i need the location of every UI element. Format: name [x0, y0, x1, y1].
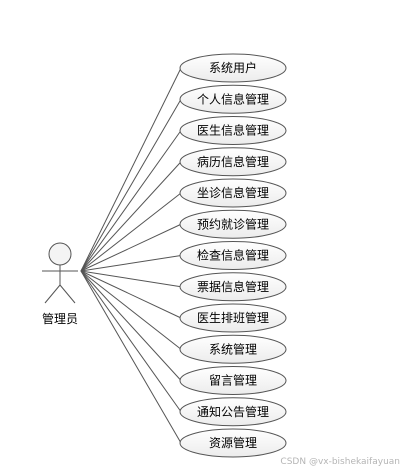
use-case: 坐诊信息管理: [179, 178, 287, 208]
use-case: 系统用户: [179, 53, 287, 83]
use-case-label: 留言管理: [209, 373, 257, 388]
association-line: [80, 270, 182, 288]
use-case-label: 个人信息管理: [197, 91, 269, 106]
use-case-label: 病历信息管理: [197, 154, 269, 169]
use-case: 医生信息管理: [179, 116, 287, 145]
use-case: 票据信息管理: [179, 272, 287, 302]
use-case-label: 医生排班管理: [197, 310, 269, 325]
association-line: [80, 270, 182, 444]
use-case: 留言管理: [179, 366, 287, 395]
actor-leg-left: [44, 284, 61, 304]
use-case: 预约就诊管理: [179, 209, 287, 239]
use-case-label: 预约就诊管理: [197, 216, 269, 231]
use-case-label: 系统用户: [209, 60, 257, 75]
use-case-ellipse: [179, 272, 287, 302]
association-lines: [80, 67, 182, 444]
use-case: 通知公告管理: [179, 397, 287, 427]
use-case-ellipse: [179, 84, 287, 114]
use-case-ellipse: [179, 303, 287, 333]
actor-head-icon: [48, 242, 72, 266]
association-line: [80, 255, 182, 272]
actor-leg-right: [59, 284, 76, 304]
use-case-label: 坐诊信息管理: [197, 185, 269, 200]
association-line: [80, 98, 182, 272]
use-case-list: 系统用户个人信息管理医生信息管理病历信息管理坐诊信息管理预约就诊管理检查信息管理…: [179, 53, 287, 458]
association-line: [80, 270, 182, 413]
use-case: 医生排班管理: [179, 303, 287, 333]
use-case-ellipse: [179, 116, 287, 145]
association-line: [80, 161, 182, 272]
use-case-label: 系统管理: [209, 341, 257, 356]
use-case-ellipse: [179, 428, 287, 458]
use-case-label: 医生信息管理: [197, 123, 269, 138]
use-case-ellipse: [179, 241, 287, 270]
use-case: 资源管理: [179, 428, 287, 458]
use-case: 系统管理: [179, 334, 287, 364]
association-line: [80, 67, 182, 272]
association-line: [80, 270, 182, 381]
use-case-ellipse: [179, 366, 287, 395]
use-case-ellipse: [179, 147, 287, 177]
watermark: CSDN @vx-bishekaifayuan: [280, 457, 400, 467]
use-case-ellipse: [179, 334, 287, 364]
use-case: 病历信息管理: [179, 147, 287, 177]
association-line: [80, 223, 182, 272]
use-case-label: 票据信息管理: [197, 279, 269, 294]
actor-label: 管理员: [42, 311, 78, 326]
association-line: [80, 130, 182, 272]
actor-admin: 管理员: [42, 242, 78, 326]
use-case: 检查信息管理: [179, 241, 287, 270]
use-case: 个人信息管理: [179, 84, 287, 114]
use-case-ellipse: [179, 397, 287, 427]
association-line: [80, 270, 182, 350]
use-case-ellipse: [179, 178, 287, 208]
use-case-label: 通知公告管理: [197, 404, 269, 419]
use-case-ellipse: [179, 209, 287, 239]
association-line: [80, 270, 182, 319]
use-case-label: 资源管理: [209, 435, 257, 450]
use-case-ellipse: [179, 53, 287, 83]
use-case-label: 检查信息管理: [197, 248, 269, 263]
association-line: [80, 192, 182, 272]
